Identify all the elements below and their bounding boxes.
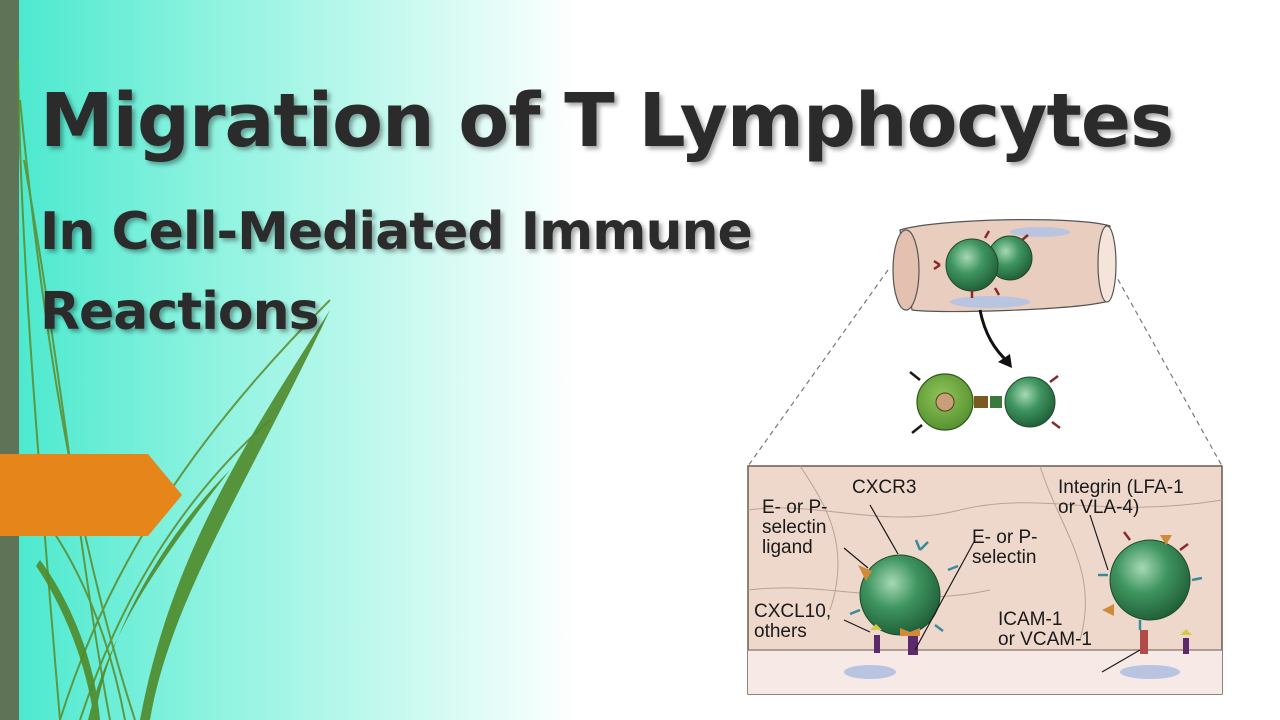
label-cxcr3: CXCR3 <box>852 477 917 498</box>
slide-title: Migration of T Lymphocytes <box>40 78 1174 164</box>
label-e-p-selectin: E- or P- selectin <box>972 527 1038 568</box>
antigen-presenting-interaction <box>909 371 1061 434</box>
label-icam: ICAM-1 or VCAM-1 <box>998 609 1092 650</box>
label-selectin-ligand: E- or P- selectin ligand <box>762 497 828 558</box>
tissue-panel <box>747 465 1223 695</box>
subtitle-line-2: Reactions <box>40 282 320 342</box>
figure-illustration <box>747 219 1223 695</box>
left-accent-bar <box>0 0 19 720</box>
orange-arrow-tab <box>0 454 182 536</box>
subtitle-line-1: In Cell-Mediated Immune <box>40 202 753 262</box>
migration-arrow <box>978 309 1010 364</box>
label-cxcl10: CXCL10, others <box>754 601 832 642</box>
zoom-guide-lines <box>747 239 1223 467</box>
blood-vessel-illustration <box>892 219 1117 313</box>
slide-subtitle: In Cell-Mediated Immune Reactions <box>40 192 860 352</box>
t-cell-migration-figure: CXCR3 E- or P- selectin ligand E- or P- … <box>740 210 1240 700</box>
label-integrin: Integrin (LFA-1 or VLA-4) <box>1058 477 1184 518</box>
